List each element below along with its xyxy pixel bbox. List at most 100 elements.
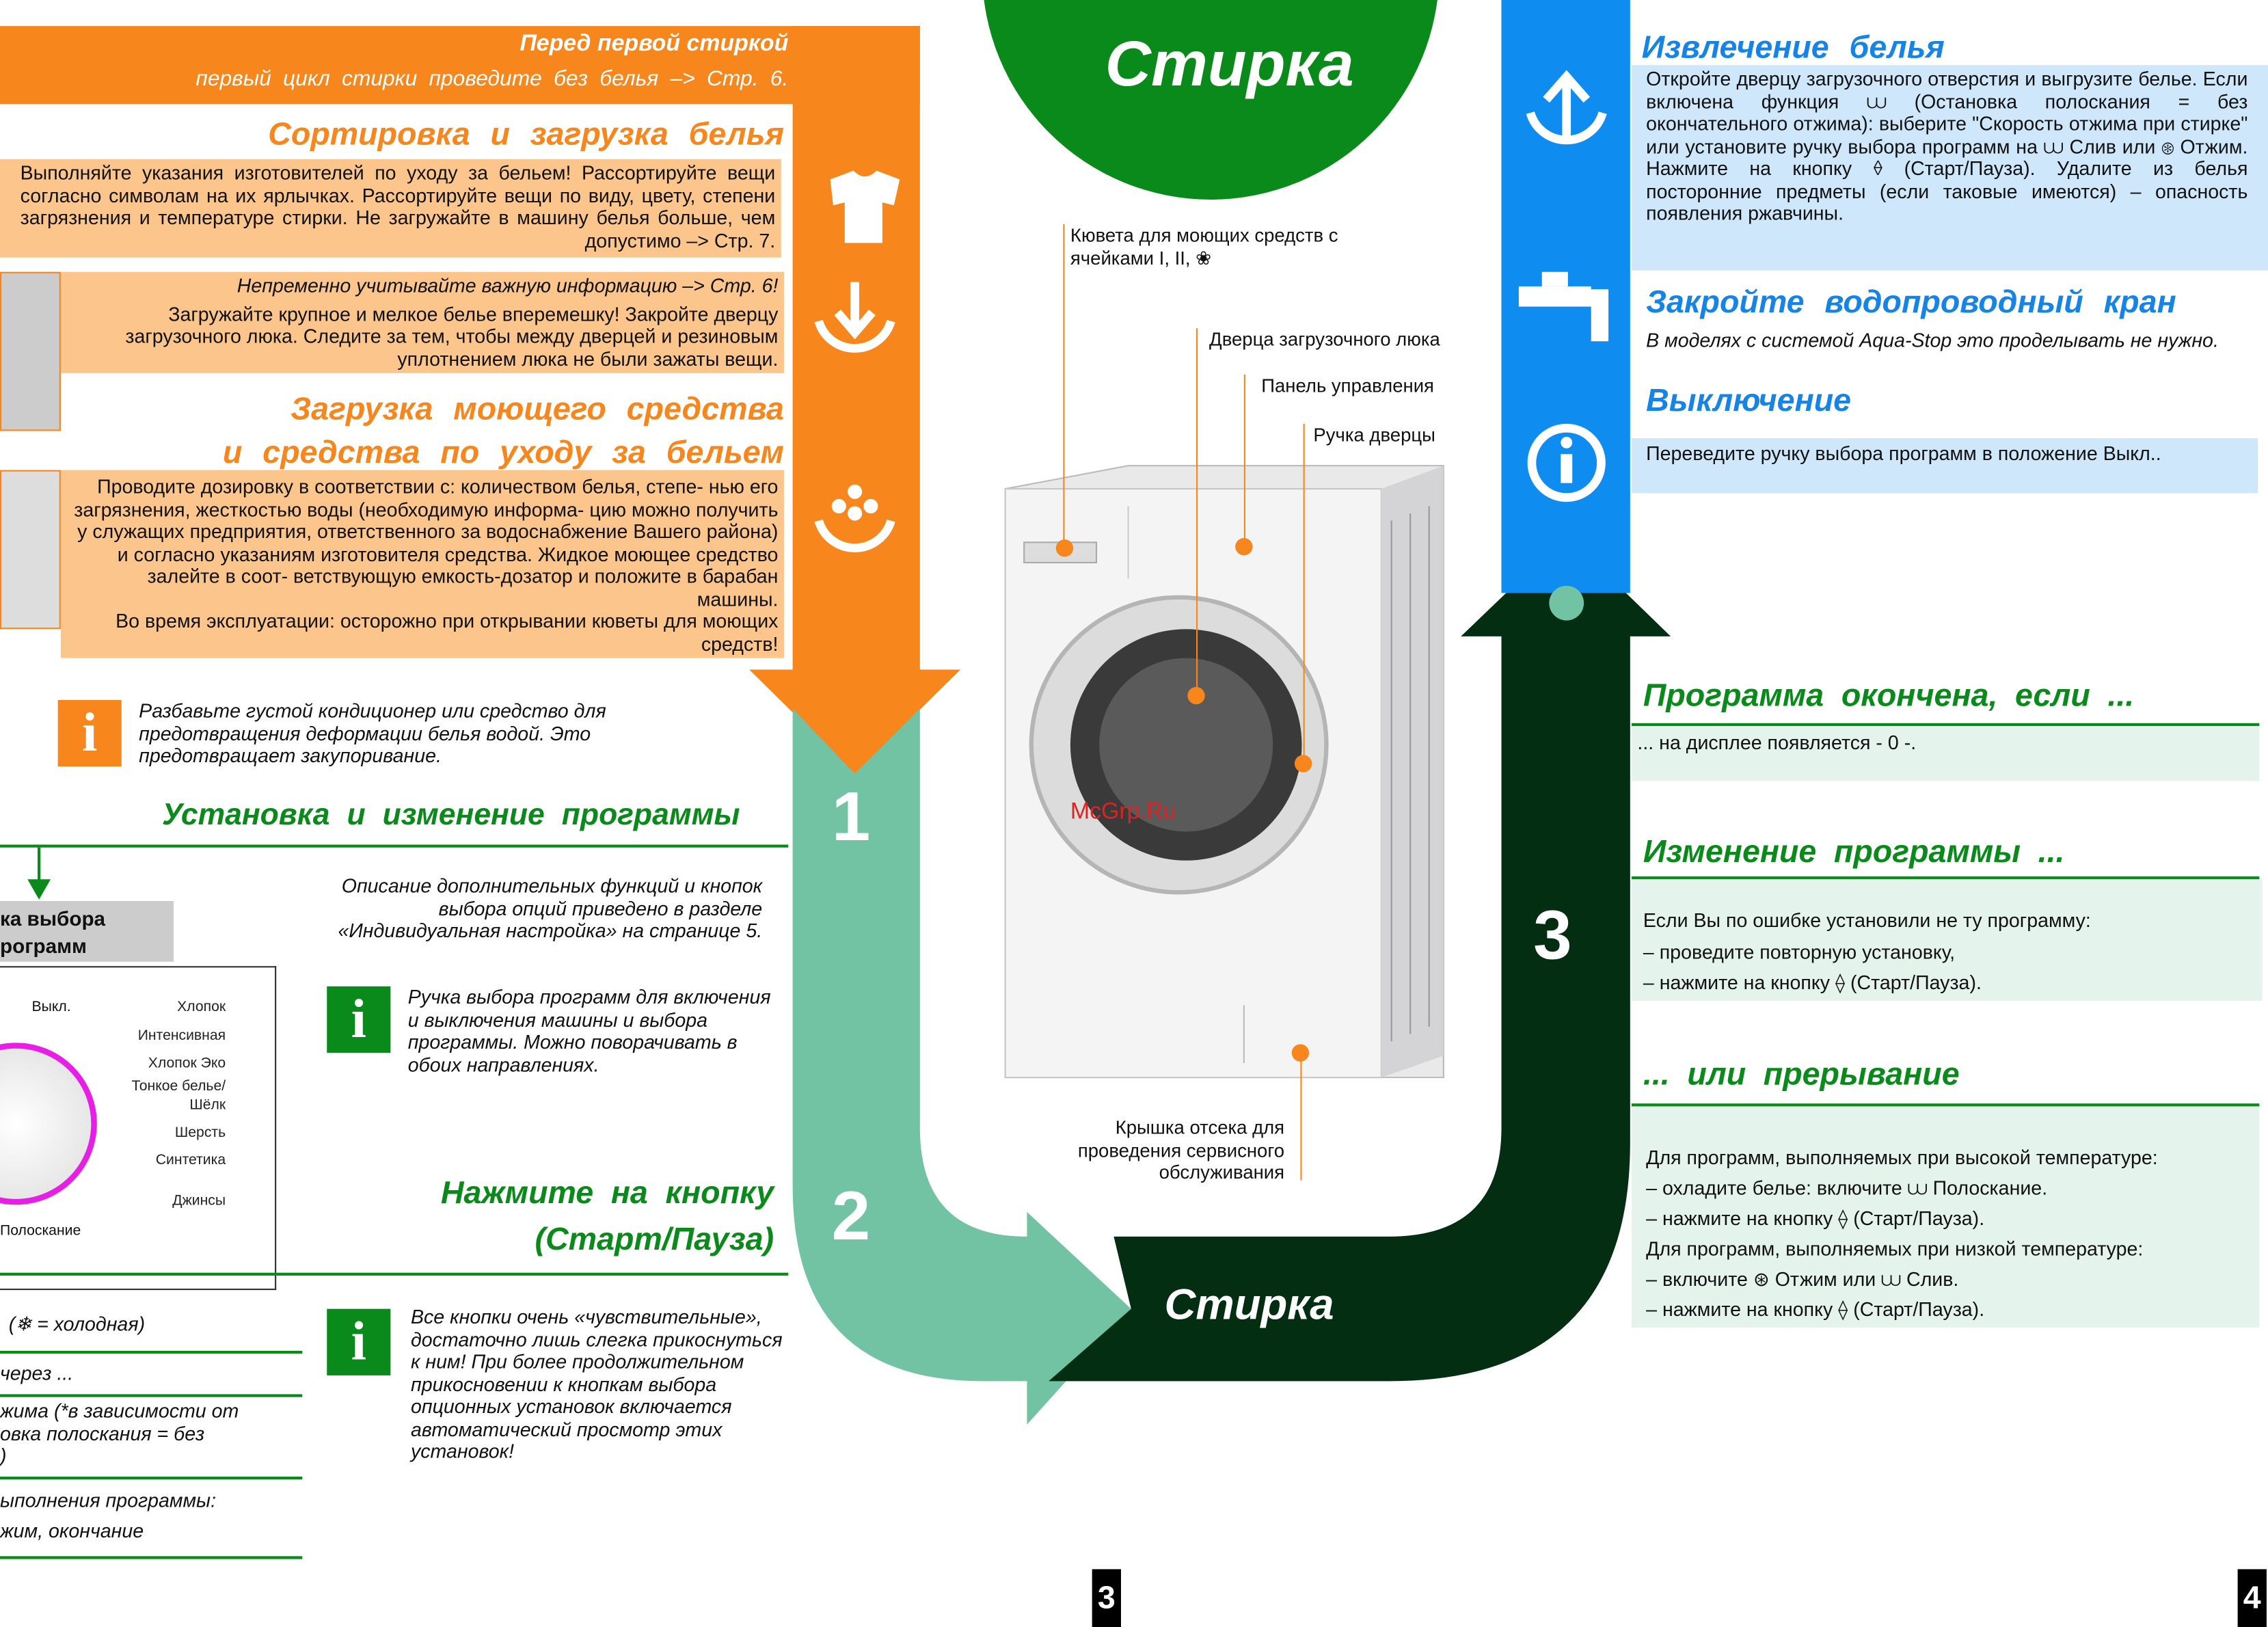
abort-line: – нажмите на кнопку ⟠ (Старт/Пауза). — [1646, 1207, 1985, 1230]
marker-dot — [1235, 538, 1253, 556]
leader-line — [1196, 328, 1198, 696]
fragment: ) — [0, 1444, 7, 1467]
divider — [0, 1556, 303, 1559]
change-line: Если Вы по ошибке установили не ту прогр… — [1643, 909, 2091, 932]
finished-heading: Программа окончена, если ... — [1643, 677, 2135, 713]
loading-note: Непременно учитывайте важную информацию … — [237, 274, 779, 297]
leader-line — [1243, 374, 1245, 546]
finished-box: ... на дисплее появляется - 0 -. — [1631, 726, 2260, 781]
leader-line — [1063, 224, 1065, 546]
abort-line: Для программ, выполняемых при высокой те… — [1646, 1146, 2158, 1169]
info-icon: i — [57, 699, 122, 767]
sorting-box: Выполняйте указания изготовителей по ухо… — [0, 159, 781, 258]
fragment: жим, окончание — [0, 1520, 144, 1542]
marker-dot — [1055, 539, 1074, 557]
unload-box: Откройте дверцу загрузочного отверстия и… — [1631, 65, 2268, 271]
fragment: (❄ = холодная) — [8, 1313, 146, 1335]
info-icon: i — [327, 986, 391, 1053]
title-circle — [984, 0, 1437, 200]
dial-program: Интенсивная — [137, 1028, 226, 1045]
dial-program: Шерсть — [174, 1125, 226, 1142]
dark-green-path — [1049, 535, 1671, 1382]
tap-icon — [1518, 271, 1609, 342]
dial-program: Хлопок — [177, 999, 226, 1016]
detergent-text: Проводите дозировку в соответствии с: ко… — [74, 476, 779, 610]
detergent-info: Разбавьте густой кондиционер или средств… — [139, 699, 606, 767]
dispenser-photo — [0, 470, 61, 630]
change-line: – нажмите на кнопку ⟠ (Старт/Пауза). — [1643, 971, 1982, 994]
detergent-heading-1: Загрузка моющего средства — [291, 390, 784, 427]
detergent-warning: Во время эксплуатации: осторожно при отк… — [116, 610, 779, 655]
leader-line — [1303, 423, 1305, 764]
program-dial[interactable] — [0, 1043, 97, 1205]
divider — [1631, 876, 2260, 880]
step-1: 1 — [831, 779, 871, 857]
dial-program: Шёлк — [189, 1097, 226, 1114]
marker-dot — [1187, 686, 1205, 705]
program-heading: Установка и изменение программы — [162, 798, 740, 832]
banner-subtitle: первый цикл стирки проведите без белья –… — [195, 66, 789, 92]
arrow-line — [38, 847, 41, 891]
divider — [1631, 1103, 2260, 1107]
fragment: жима (*в зависимости от — [0, 1399, 239, 1422]
orange-arrow-head — [749, 669, 961, 774]
label-service: Крышка отсека для проведения сервисного … — [1077, 1116, 1285, 1183]
banner-title: Перед первой стиркой — [519, 31, 789, 57]
change-heading: Изменение программы ... — [1643, 833, 2065, 870]
knob-label: ка выбора рограмм — [0, 901, 174, 962]
detergent-icon — [814, 484, 895, 552]
orange-banner — [0, 26, 920, 105]
page-number: 3 — [1092, 1569, 1121, 1627]
change-box: Если Вы по ошибке установили не ту прогр… — [1631, 879, 2263, 1001]
down-arrow-icon — [27, 879, 51, 900]
unload-icon — [1526, 70, 1607, 145]
washing-machine-illustration — [1004, 465, 1444, 1079]
program-dial-panel: Выкл. Хлопок Интенсивная Хлопок Эко Тонк… — [0, 966, 277, 1291]
abort-heading: ... или прерывание — [1643, 1055, 1960, 1092]
loading-text: Загружайте крупное и мелкое белье вперем… — [125, 303, 779, 370]
buttons-info: Все кнопки очень «чувствительные», доста… — [410, 1306, 783, 1462]
detergent-heading-2: и средства по уходу за бельем — [222, 433, 784, 470]
dial-program: Джинсы — [172, 1193, 226, 1209]
divider — [1631, 723, 2260, 727]
green-dot — [1549, 585, 1584, 621]
start-heading-1: Нажмите на кнопку — [440, 1174, 774, 1211]
label-panel: Панель управления — [1261, 374, 1434, 396]
sorting-heading: Сортировка и загрузка белья — [268, 116, 784, 152]
divider — [0, 1394, 303, 1397]
off-box: Переведите ручку выбора программ в полож… — [1631, 438, 2258, 494]
shirt-icon — [830, 170, 900, 243]
dial-program: Хлопок Эко — [148, 1055, 226, 1072]
dial-off-label: Выкл. — [31, 999, 71, 1016]
fragment: овка полоскания = без — [0, 1423, 205, 1445]
abort-line: – нажмите на кнопку ⟠ (Старт/Пауза). — [1646, 1298, 1985, 1321]
abort-line: Для программ, выполняемых при низкой тем… — [1646, 1237, 2144, 1260]
title-bottom: Стирка — [1164, 1281, 1334, 1330]
divider — [0, 1350, 303, 1354]
marker-dot — [1291, 1044, 1310, 1062]
watermark: McGrp.Ru — [1070, 799, 1176, 824]
drum-photo — [0, 271, 61, 431]
info-circle-icon — [1527, 423, 1606, 502]
abort-line: – охладите белье: включите ⩊ Полоскание. — [1646, 1177, 2048, 1199]
label-door: Дверца загрузочного люка — [1209, 328, 1440, 350]
label-handle: Ручка дверцы — [1313, 423, 1435, 446]
abort-box: Для программ, выполняемых при высокой те… — [1631, 1106, 2260, 1328]
loading-box: Непременно учитывайте важную информацию … — [60, 271, 784, 373]
marker-dot — [1294, 755, 1312, 772]
title-top: Стирка — [1105, 29, 1354, 100]
divider — [0, 1477, 303, 1480]
page-number: 4 — [2237, 1569, 2267, 1627]
load-icon — [814, 282, 895, 353]
unload-heading: Извлечение белья — [1641, 29, 1945, 66]
fragment: ыполнения программы: — [0, 1490, 217, 1511]
detergent-box: Проводите дозировку в соответствии с: ко… — [60, 470, 784, 658]
info-icon: i — [327, 1308, 391, 1375]
knob-label-line-2: рограмм — [0, 934, 87, 958]
leader-line — [1300, 1053, 1302, 1181]
tap-heading: Закройте водопроводный кран — [1646, 283, 2176, 320]
change-line: – проведите повторную установку, — [1643, 941, 1956, 963]
dial-rinse-label: Полоскание — [0, 1223, 81, 1240]
off-heading: Выключение — [1646, 381, 1852, 418]
